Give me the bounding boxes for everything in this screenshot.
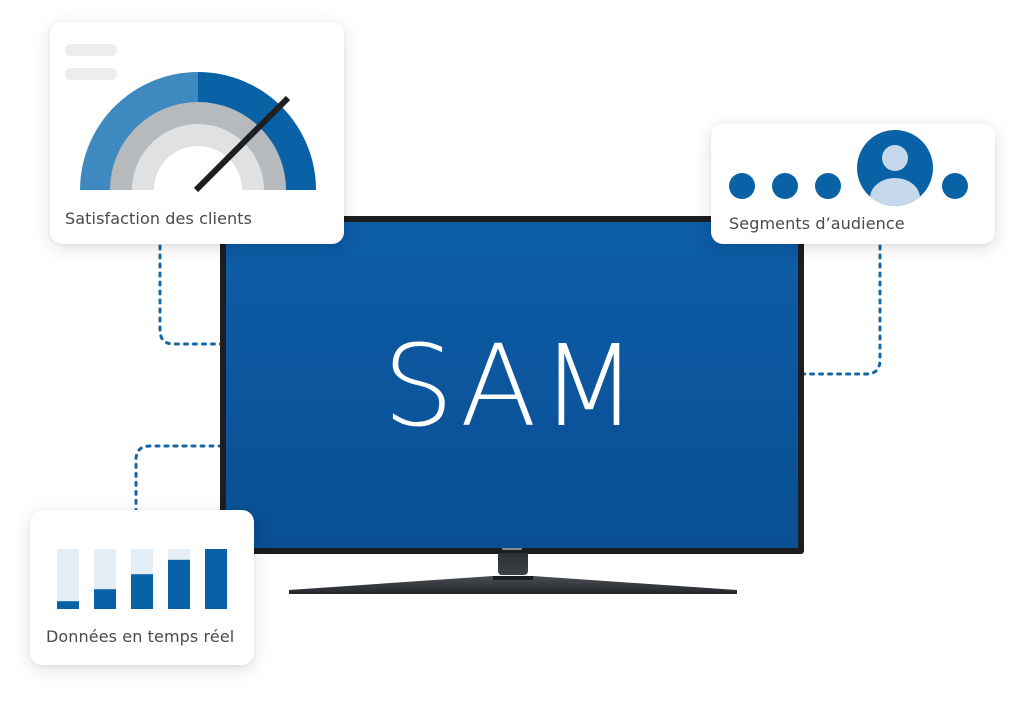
segment-dot-2	[772, 173, 798, 199]
placeholder-line-2	[65, 68, 117, 80]
segments-card: Segments d’audience	[711, 124, 995, 244]
bar-track-1	[57, 549, 79, 609]
bar-fill-4	[168, 559, 190, 609]
tv-screen: SAM	[226, 222, 798, 548]
realtime-card: Données en temps réel	[30, 510, 254, 665]
bar-fill-3	[131, 574, 153, 609]
satisfaction-card: Satisfaction des clients	[50, 22, 344, 244]
satisfaction-label: Satisfaction des clients	[65, 209, 253, 228]
bar-fill-5	[205, 549, 227, 609]
tv-brand-mark	[502, 548, 522, 550]
satisfaction-gauge	[80, 72, 316, 193]
placeholder-line-1	[65, 44, 117, 56]
tv-stand-base	[287, 570, 739, 596]
bar-fill-2	[94, 589, 116, 609]
segment-dot-1	[729, 173, 755, 199]
user-avatar-icon	[857, 130, 933, 206]
tv-display: SAM	[220, 216, 804, 554]
gauge-needle	[193, 95, 291, 193]
tv-title: SAM	[382, 322, 642, 452]
connector-satisfaction	[158, 244, 224, 346]
realtime-label: Données en temps réel	[46, 627, 235, 646]
tv-stand-neck	[498, 553, 528, 575]
segments-graphic	[729, 130, 968, 206]
connector-realtime	[134, 444, 224, 512]
segments-label: Segments d’audience	[729, 214, 905, 233]
bar-fill-1	[57, 601, 79, 609]
gauge-center	[154, 146, 242, 190]
connector-segments	[802, 244, 882, 376]
realtime-bar-chart	[57, 549, 227, 609]
segment-dot-4	[942, 173, 968, 199]
segment-dot-3	[815, 173, 841, 199]
